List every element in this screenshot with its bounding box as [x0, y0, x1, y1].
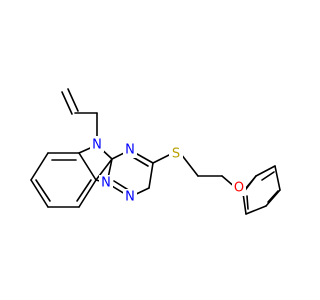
molecule-structure: N N N N S O — [30, 88, 281, 215]
molecule-canvas: N N N N S O — [30, 88, 281, 215]
allyl-terminal-double-bond-a — [61, 91, 73, 115]
oxygen-label: O — [234, 181, 244, 196]
sulfur-label: S — [172, 147, 180, 162]
indole-nitrogen-label: N — [92, 138, 102, 153]
triazine-nitrogen-left-label: N — [101, 176, 111, 191]
atom-labels: N N N N S O — [92, 138, 244, 205]
triazine-nitrogen-top-label: N — [125, 143, 135, 158]
indole-benzene-ring — [30, 152, 97, 208]
allyl-group — [61, 88, 98, 139]
phenyl-ring — [242, 165, 281, 215]
atom-label-backgrounds — [90, 136, 246, 205]
triazine-nitrogen-right-label: N — [125, 190, 135, 205]
allyl-terminal-double-bond-b — [67, 88, 79, 112]
